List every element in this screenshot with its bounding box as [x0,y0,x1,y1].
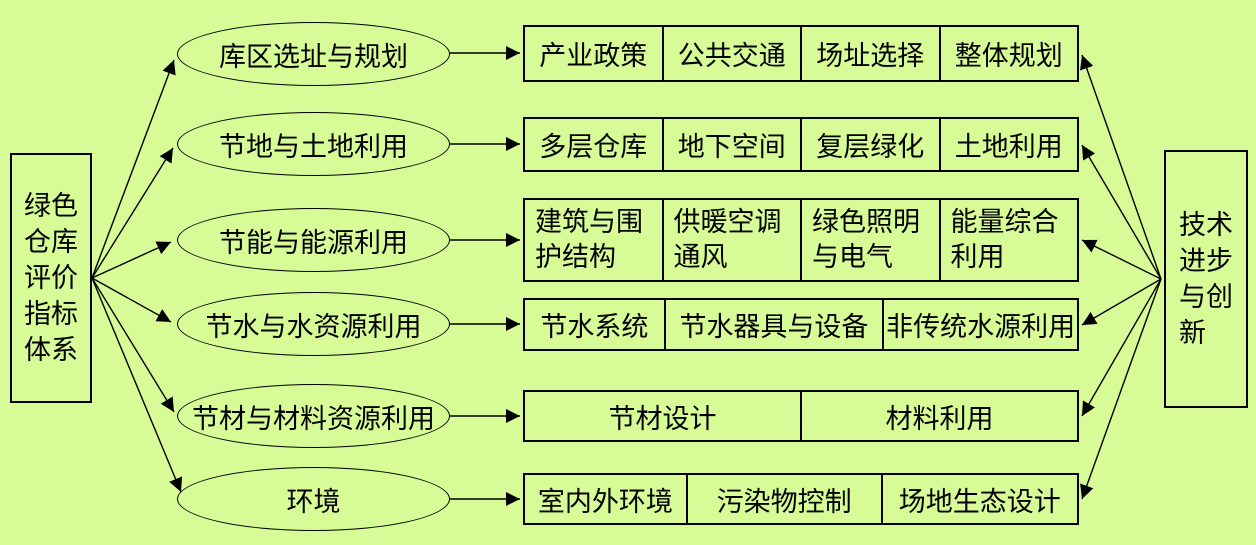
arrow-root-to-branch-1 [91,59,176,279]
subitem-cell: 场地生态设计 [880,475,1077,523]
arrow-tech-to-row-2 [1081,144,1162,280]
subitem-cell: 整体规划 [938,27,1078,80]
subitem-cell: 污染物控制 [685,475,881,523]
left-root-box: 绿色 仓库 评价 指标 体系 [10,153,92,403]
branch-ellipse-environment: 环境 [177,467,450,531]
subitem-cell: 室内外环境 [537,486,673,517]
subitem-cell: 能量综合 利用 [938,200,1078,280]
subitem-cell: 材料利用 [800,392,1077,440]
subitem-cell: 绿色照明 与电气 [800,200,939,280]
subitem-row-environment: 室内外环境 污染物控制 场地生态设计 [523,473,1079,525]
subitem-cell: 多层仓库 [539,132,648,162]
arrow-tech-to-row-1 [1080,54,1162,280]
subitem-cell: 节材设计 [608,403,717,434]
branch-label: 节水与水资源利用 [205,311,422,342]
subitem-cell: 产业政策 [539,41,648,71]
arrow-tech-to-row-5 [1081,278,1162,417]
subitem-row-material: 节材设计 材料利用 [523,390,1079,442]
right-root-box: 技术 进步 与创 新 [1164,150,1248,408]
subitem-cell: 地下空间 [661,119,801,170]
branch-ellipse-material: 节材与材料资源利用 [177,384,450,448]
branch-ellipse-water: 节水与水资源利用 [177,292,450,356]
subitem-row-energy: 建筑与围 护结构 供暖空调 通风 绿色照明 与电气 能量综合 利用 [523,198,1079,282]
arrow-root-to-branch-5 [91,277,175,413]
branch-ellipse-site-selection: 库区选址与规划 [177,22,450,86]
subitem-cell: 供暖空调 通风 [661,200,801,280]
subitem-row-site-selection: 产业政策 公共交通 场址选择 整体规划 [523,25,1079,82]
branch-ellipse-energy: 节能与能源利用 [177,208,450,272]
subitem-cell: 非传统水源利用 [882,300,1077,349]
subitem-cell: 节水器具与设备 [663,300,882,349]
arrow-tech-to-row-4 [1081,278,1162,326]
subitem-cell: 节水系统 [540,312,649,342]
branch-label: 库区选址与规划 [219,41,408,72]
subitem-row-land-use: 多层仓库 地下空间 复层绿化 土地利用 [523,117,1079,172]
subitem-row-water: 节水系统 节水器具与设备 非传统水源利用 [523,298,1079,351]
branch-label: 节材与材料资源利用 [192,403,435,434]
arrow-root-to-branch-2 [91,147,174,279]
subitem-cell: 公共交通 [661,27,801,80]
branch-ellipse-land-use: 节地与土地利用 [177,112,450,176]
subitem-cell: 建筑与围 护结构 [535,207,643,272]
left-root-label: 绿色 仓库 评价 指标 体系 [24,191,78,365]
arrow-root-to-branch-3 [91,241,172,279]
arrow-tech-to-row-6 [1080,278,1162,500]
branch-label: 节地与土地利用 [219,131,408,162]
branch-label: 环境 [286,486,341,517]
subitem-cell: 场址选择 [800,27,939,80]
arrow-root-to-branch-6 [91,277,183,493]
arrow-root-to-branch-4 [91,277,172,323]
branch-label: 节能与能源利用 [219,227,408,258]
right-root-label: 技术 进步 与创 新 [1179,210,1233,348]
subitem-cell: 土地利用 [938,119,1078,170]
subitem-cell: 复层绿化 [800,119,939,170]
arrow-tech-to-row-3 [1081,239,1162,280]
